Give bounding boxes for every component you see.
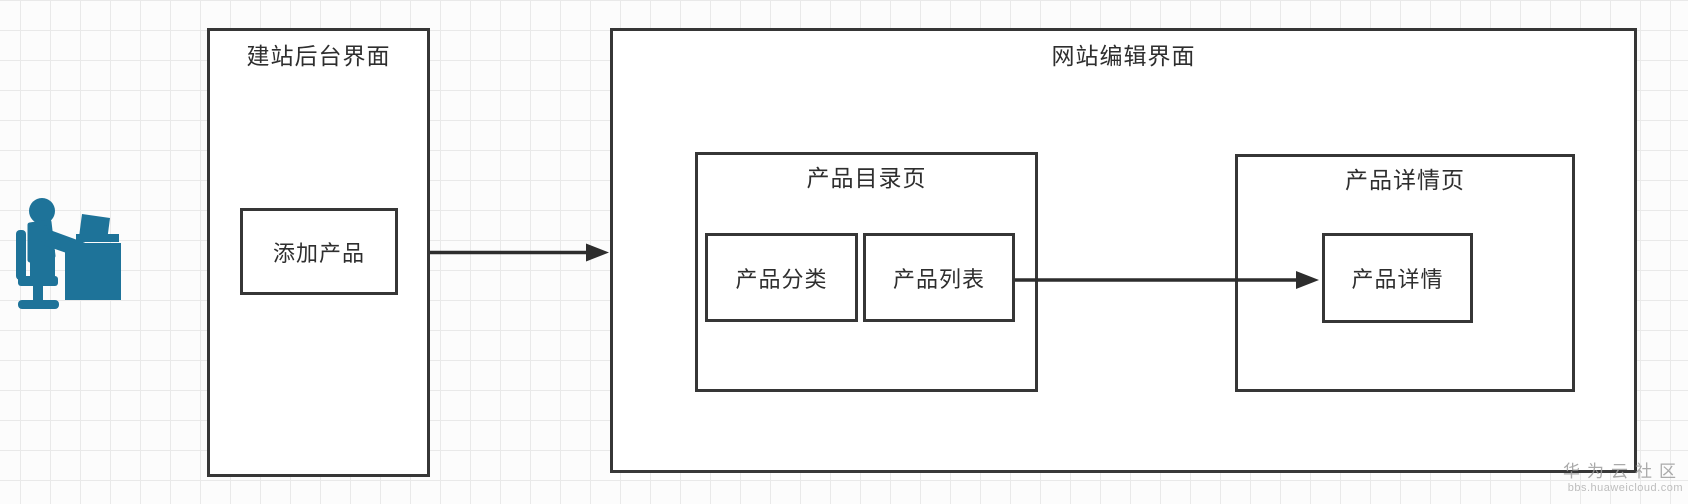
backend-panel: 建站后台界面 添加产品	[207, 28, 430, 477]
list-node: 产品列表	[863, 233, 1015, 322]
watermark-community: 华为云社区	[1563, 462, 1683, 481]
chair-back	[16, 230, 26, 280]
chair-pedestal	[33, 285, 43, 301]
desk-ledge	[76, 234, 119, 242]
arrow-backend-to-editor	[430, 243, 609, 262]
backend-panel-title: 建站后台界面	[246, 43, 391, 69]
desk-computer	[65, 214, 121, 300]
editor-panel-title: 网站编辑界面	[1051, 43, 1196, 69]
detail-page-title: 产品详情页	[1345, 167, 1465, 193]
arrowhead-icon	[586, 243, 609, 262]
add-product-label: 添加产品	[272, 240, 365, 266]
catalog-page-title: 产品目录页	[806, 165, 927, 191]
detail-page-node: 产品详情页 产品详情	[1235, 154, 1575, 392]
watermark: 华为云社区 bbs.huaweicloud.com	[1563, 461, 1683, 496]
chair-seat	[18, 276, 58, 286]
person-head	[29, 198, 55, 224]
watermark-site: bbs.huaweicloud.com	[1567, 482, 1683, 495]
detail-label: 产品详情	[1351, 267, 1444, 292]
editor-panel: 网站编辑界面 产品目录页 产品分类 产品列表 产品详情页 产品详情	[610, 28, 1637, 473]
chair-base	[18, 300, 59, 309]
list-label: 产品列表	[892, 266, 985, 292]
detail-node: 产品详情	[1322, 233, 1473, 323]
person-at-desk-icon	[16, 198, 121, 309]
desk-block	[65, 243, 121, 300]
catalog-page-node: 产品目录页 产品分类 产品列表	[695, 152, 1038, 392]
chair	[16, 230, 59, 309]
category-label: 产品分类	[735, 266, 828, 292]
category-node: 产品分类	[705, 233, 858, 322]
add-product-node: 添加产品	[240, 208, 398, 295]
person-legs	[30, 250, 55, 280]
